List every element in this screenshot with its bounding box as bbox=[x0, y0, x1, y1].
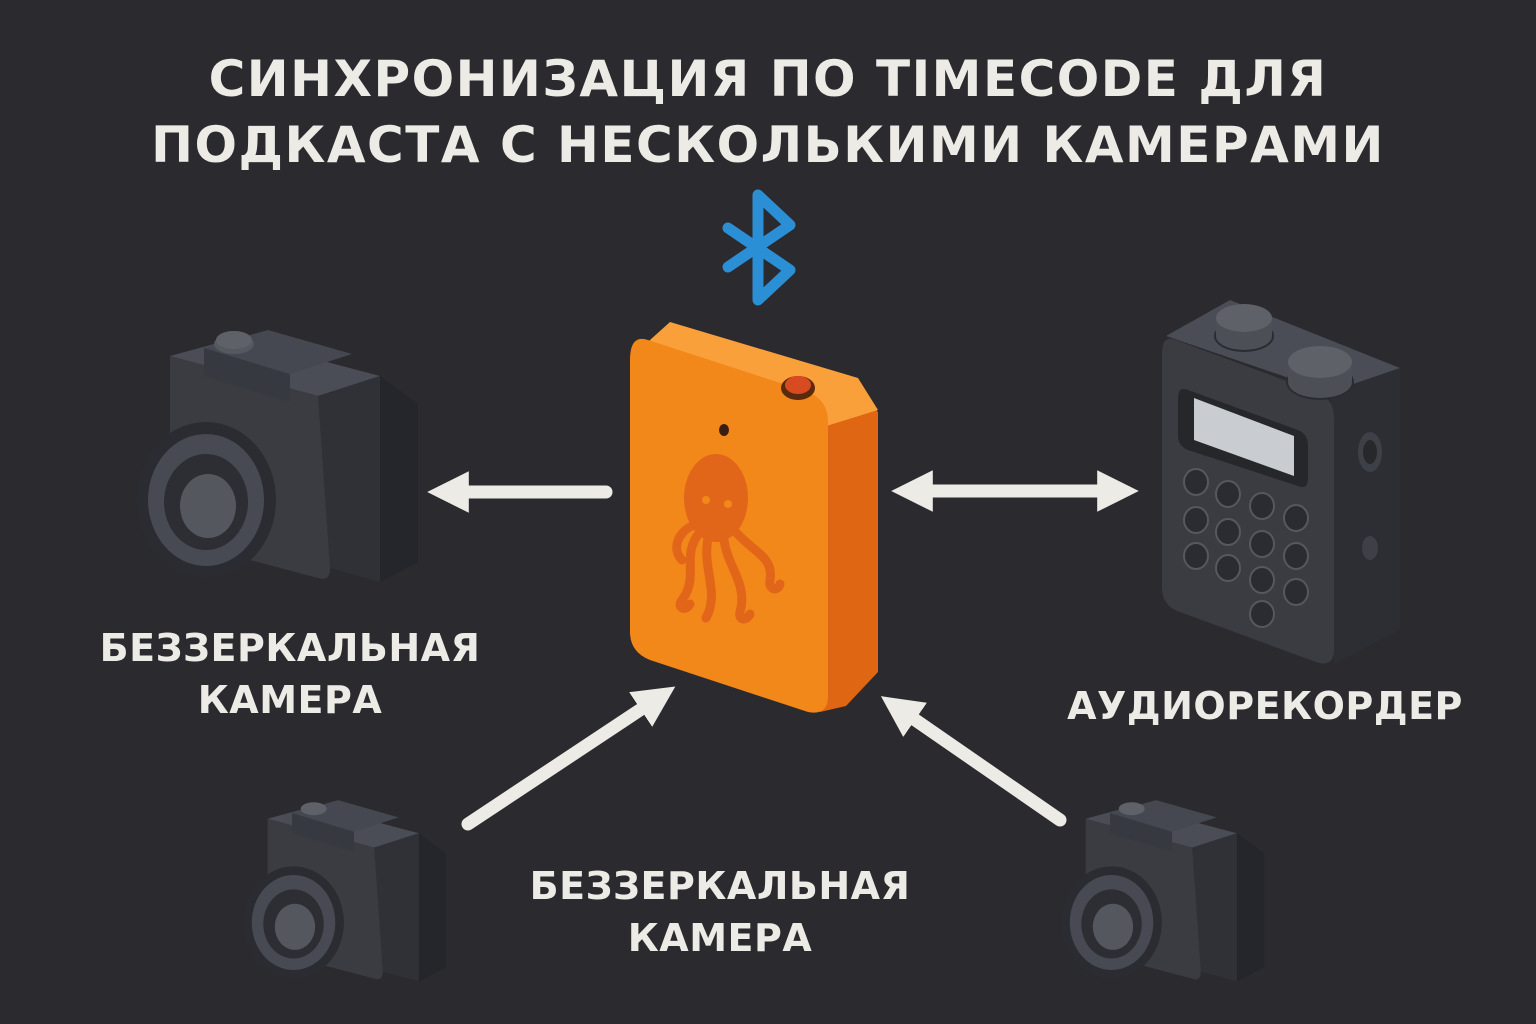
camera-left-label-line-2: КАМЕРА bbox=[197, 678, 383, 722]
bluetooth-icon bbox=[722, 189, 796, 306]
title-line-2: ПОДКАСТА С НЕСКОЛЬКИМИ КАМЕРАМИ bbox=[151, 116, 1385, 174]
timecode-box-icon bbox=[630, 322, 878, 713]
arrow-from-camera-bottom-right bbox=[880, 696, 1067, 827]
recorder-label-text: АУДИОРЕКОРДЕР bbox=[1067, 684, 1463, 728]
camera-icon-bottom-right bbox=[1061, 800, 1265, 982]
camera-bottom-label: БЕЗЗЕРКАЛЬНАЯ КАМЕРА bbox=[490, 860, 950, 964]
camera-left-label-line-1: БЕЗЗЕРКАЛЬНАЯ bbox=[99, 626, 481, 670]
title-line-1: СИНХРОНИЗАЦИЯ ПО TIMECODE ДЛЯ bbox=[208, 50, 1328, 108]
camera-icon-bottom-left bbox=[243, 800, 447, 982]
arrow-from-camera-bottom-left bbox=[461, 686, 676, 831]
audio-recorder-icon bbox=[1162, 300, 1400, 664]
camera-icon bbox=[136, 330, 418, 582]
camera-bottom-label-line-1: БЕЗЗЕРКАЛЬНАЯ bbox=[529, 864, 911, 908]
camera-bottom-label-line-2: КАМЕРА bbox=[627, 916, 813, 960]
recorder-label: АУДИОРЕКОРДЕР bbox=[1040, 680, 1490, 732]
diagram-title: СИНХРОНИЗАЦИЯ ПО TIMECODE ДЛЯ ПОДКАСТА С… bbox=[0, 46, 1536, 178]
octopus-logo-icon bbox=[672, 454, 785, 624]
camera-left-label: БЕЗЗЕРКАЛЬНАЯ КАМЕРА bbox=[60, 622, 520, 726]
